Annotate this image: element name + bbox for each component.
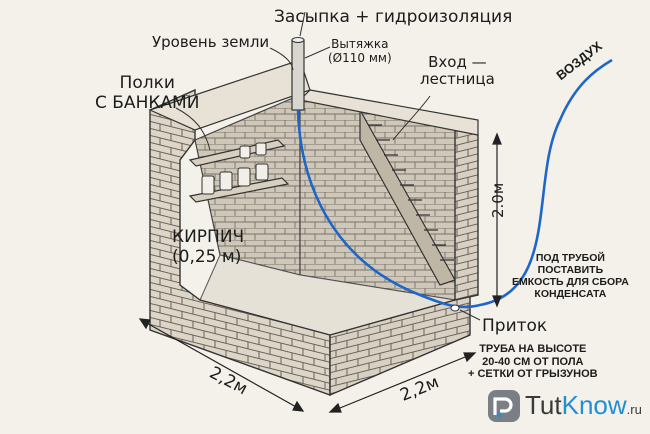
- label-height-dim: 2.0м: [489, 182, 507, 218]
- shelves: [188, 139, 290, 203]
- stairs: [359, 107, 456, 286]
- exhaust-pipe: [291, 37, 305, 111]
- label-pipe-note-line3: + сетки от грызунов: [468, 368, 598, 381]
- label-inflow: Приток: [482, 316, 548, 336]
- logo-ru: .ru: [626, 402, 642, 417]
- label-exhaust-line2: (Ø110 мм): [328, 50, 392, 65]
- logo-know: Know: [561, 390, 627, 420]
- label-shelves: Полки с банками: [95, 73, 200, 113]
- label-shelves-line1: Полки: [119, 73, 175, 93]
- inflow-pipe-outlet: [450, 304, 460, 312]
- label-condensate-line3: емкость для сбора: [512, 276, 629, 289]
- leader-lines: [175, 11, 481, 321]
- label-shelves-line2: с банками: [95, 92, 200, 113]
- inflow-pipe: [296, 58, 613, 309]
- label-condensate-line4: конденсата: [534, 288, 607, 301]
- label-exhaust-line1: Вытяжка: [331, 37, 389, 51]
- label-brick-line2: (0,25 м): [172, 246, 242, 267]
- stair-steps: [368, 124, 454, 261]
- label-fill-waterproofing: Засыпка + гидроизоляция: [274, 7, 513, 27]
- label-entrance-line1: Вход —: [428, 53, 487, 71]
- label-pipe-note: труба на высоте 20-40 см от пола + сетки…: [468, 343, 598, 381]
- label-pipe-note-line1: труба на высоте: [479, 343, 587, 355]
- label-condensate-line2: поставить: [537, 264, 604, 277]
- label-pipe-note-line2: 20-40 см от пола: [482, 355, 584, 368]
- right-wall: [454, 129, 479, 301]
- label-exhaust: Вытяжка (Ø110 мм): [328, 37, 392, 66]
- dimension-lines: [138, 132, 502, 413]
- label-condensate: под трубой поставить емкость для сбора к…: [512, 252, 629, 300]
- label-ground-level: Уровень земли: [152, 33, 270, 51]
- label-condensate-line1: под трубой: [535, 252, 605, 264]
- tutknow-logo[interactable]: TutKnow.ru: [487, 386, 647, 426]
- logo-tut: Tut: [525, 390, 562, 420]
- jars: [201, 142, 269, 195]
- label-entrance-line2: лестница: [420, 70, 495, 89]
- label-entrance: Вход — лестница: [420, 53, 495, 89]
- logo-icon: [488, 390, 520, 422]
- label-brick: кирпич (0,25 м): [172, 227, 245, 267]
- logo-text: TutKnow.ru: [525, 390, 642, 421]
- label-brick-line1: кирпич: [172, 227, 245, 247]
